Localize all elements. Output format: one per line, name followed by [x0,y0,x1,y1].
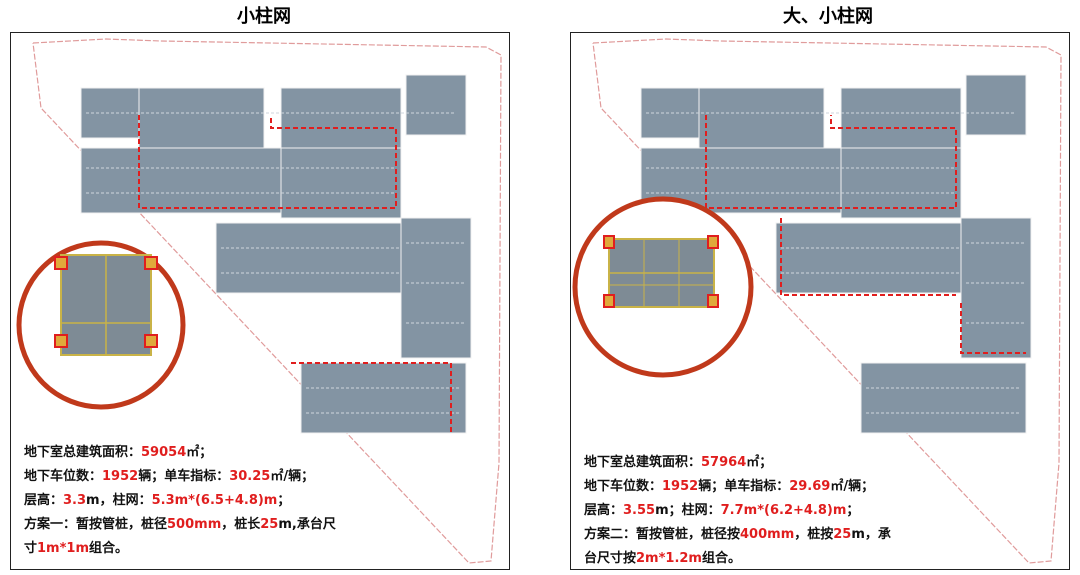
info-text: 方案二：暂按管桩，桩径按 [584,527,741,542]
highlight-value: 25 [260,517,279,532]
info-text: 地下室总建筑面积： [24,445,142,460]
parking-block [640,147,842,214]
info-text: 方案一：暂按管桩，桩径 [24,517,168,532]
site-boundary [32,38,502,564]
info-text: 寸 [24,541,38,556]
info-text: m,承台尺 [278,517,336,532]
info-line: 层高：3.3m，柱网：5.3m*(6.5+4.8)m； [24,489,336,513]
info-text: 组合。 [89,541,129,556]
highlight-value: 1952 [662,479,699,494]
info-text: 辆；单车指标： [138,469,230,484]
info-text: ㎡； [186,445,213,460]
info-text: ； [846,503,860,518]
pile-cap [54,334,68,348]
highlight-value: 5.3m*(6.5+4.8)m [151,493,278,508]
highlight-value: 3.3 [63,493,87,508]
parking-block [300,362,467,434]
pile-cap [603,235,615,249]
highlight-value: 57964 [701,455,747,470]
right-plan-drawing [572,38,1062,564]
info-text: 层高： [24,493,64,508]
info-text: ㎡/辆； [270,469,315,484]
highlight-value: 2m*1.2m [636,551,702,566]
parking-block [965,74,1027,136]
highlight-value: 3.55 [623,503,656,518]
info-text: 组合。 [701,551,741,566]
highlight-value: 30.25 [229,469,271,484]
parking-block [840,87,962,149]
right-title: 大、小柱网 [783,6,873,27]
info-line: 地下车位数：1952辆；单车指标：29.69㎡/辆； [584,475,891,499]
fire-zone-line [291,362,452,433]
site-boundary [592,38,1062,564]
pile-cap [144,334,158,348]
info-text: 层高： [584,503,624,518]
highlight-value: 7.7m*(6.2+4.8)m [720,503,847,518]
info-text: ㎡； [746,455,773,470]
highlight-value: 400mm [740,527,795,542]
pile-cap [603,294,615,308]
info-text: 辆；单车指标： [698,479,790,494]
info-text: ，桩按 [794,527,834,542]
info-text: 地下室总建筑面积： [584,455,702,470]
parking-block [138,87,265,149]
pile-cap [707,294,719,308]
parking-block [840,147,962,219]
info-line: 寸1m*1m组合。 [24,537,336,561]
info-line: 台尺寸按2m*1.2m组合。 [584,547,891,571]
fire-zone-line [780,218,956,296]
info-text: ㎡/辆； [830,479,875,494]
info-line: 层高：3.55m；柱网：7.7m*(6.2+4.8)m； [584,499,891,523]
info-text: 台尺寸按 [584,551,637,566]
parking-block [280,87,402,149]
parking-block [405,74,467,136]
info-line: 地下车位数：1952辆；单车指标：30.25㎡/辆； [24,465,336,489]
pile-cap [707,235,719,249]
parking-block [775,222,967,294]
info-text: ，桩长 [221,517,261,532]
info-text: ； [277,493,291,508]
info-line: 地下室总建筑面积：59054㎡； [24,441,336,465]
pile-cap [54,256,68,270]
highlight-value: 59054 [141,445,187,460]
parking-block [698,87,825,149]
info-line: 方案一：暂按管桩，桩径500mm，桩长25m,承台尺 [24,513,336,537]
highlight-value: 500mm [167,517,222,532]
info-line: 方案二：暂按管桩，桩径按400mm，桩按25m，承 [584,523,891,547]
parking-block [400,217,472,359]
info-line: 地下室总建筑面积：57964㎡； [584,451,891,475]
highlight-value: 25 [833,527,852,542]
fire-zone-line [960,303,1026,354]
highlight-value: 1m*1m [37,541,89,556]
left-title: 小柱网 [237,6,291,27]
parking-block [280,147,402,219]
info-text: 地下车位数： [584,479,663,494]
left-info: 地下室总建筑面积：59054㎡； 地下车位数：1952辆；单车指标：30.25㎡… [24,441,336,561]
parking-block [80,147,282,214]
info-text: m，柱网： [86,493,152,508]
highlight-value: 29.69 [789,479,831,494]
right-info: 地下室总建筑面积：57964㎡； 地下车位数：1952辆；单车指标：29.69㎡… [584,451,891,571]
highlight-value: 1952 [102,469,139,484]
info-text: m，承 [851,527,891,542]
parking-block [215,222,407,294]
info-text: 地下车位数： [24,469,103,484]
left-panel: 地下室总建筑面积：59054㎡； 地下车位数：1952辆；单车指标：30.25㎡… [10,32,510,570]
parking-block [960,217,1032,359]
info-text: m；柱网： [655,503,721,518]
left-plan-drawing [16,38,502,564]
right-panel: 地下室总建筑面积：57964㎡； 地下车位数：1952辆；单车指标：29.69㎡… [570,32,1070,570]
parking-block [860,362,1027,434]
pile-cap [144,256,158,270]
